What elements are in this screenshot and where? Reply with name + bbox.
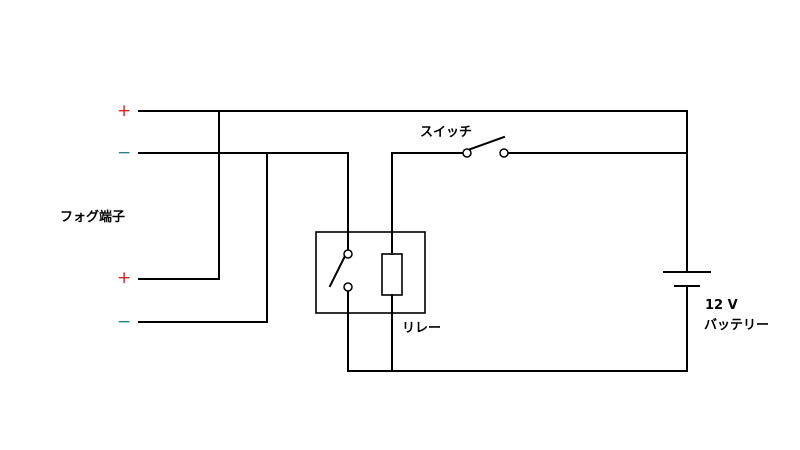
relay-contact-blade bbox=[328, 252, 348, 288]
relay-contact-top-terminal bbox=[343, 249, 353, 259]
relay-contact-bottom-terminal bbox=[343, 282, 353, 292]
battery bbox=[663, 271, 711, 287]
label-fog-terminal: フォグ端子 bbox=[60, 209, 125, 225]
terminal-plus-top: + bbox=[117, 101, 131, 121]
label-battery: バッテリー bbox=[704, 318, 769, 333]
label-battery-voltage: 12 V bbox=[705, 298, 738, 313]
label-switch: スイッチ bbox=[420, 125, 472, 140]
wires bbox=[138, 110, 688, 372]
relay-coil bbox=[381, 253, 403, 296]
wire-relay-coil-to-switch bbox=[391, 152, 464, 255]
wire-minus-junction bbox=[138, 152, 268, 323]
wire-top-minus-to-relay bbox=[138, 152, 349, 251]
switch-left-terminal bbox=[462, 148, 472, 158]
switch-right-terminal bbox=[499, 148, 509, 158]
wire-relay-contact-bottom bbox=[347, 286, 688, 372]
switch bbox=[462, 135, 509, 158]
wire-top-plus-to-battery bbox=[138, 110, 688, 271]
terminal-minus-bottom: − bbox=[117, 312, 131, 332]
relay-box bbox=[315, 231, 426, 314]
label-relay: リレー bbox=[402, 321, 441, 336]
terminal-plus-bottom: + bbox=[117, 268, 131, 288]
terminal-minus-top: − bbox=[117, 143, 131, 163]
switch-lever bbox=[466, 135, 506, 152]
relay bbox=[315, 231, 426, 314]
